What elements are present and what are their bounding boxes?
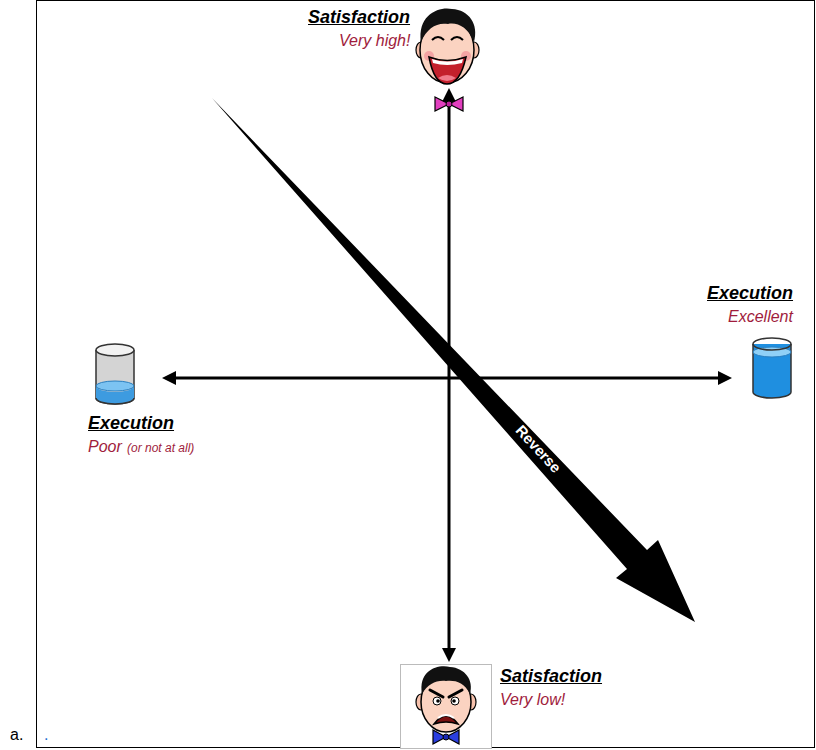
laughing-mouth — [429, 57, 466, 84]
axis-line — [172, 377, 722, 380]
eye — [451, 697, 459, 705]
frame — [37, 1, 815, 748]
axis-heading: Execution — [88, 413, 174, 435]
axis-value: Very low! — [500, 690, 565, 709]
axis-value: Poor — [88, 437, 122, 456]
face-box — [401, 665, 492, 749]
beaker-body — [96, 350, 134, 404]
beaker-excellent — [753, 338, 791, 398]
bow-knot — [446, 101, 452, 107]
beaker-body — [753, 344, 791, 398]
figure-letter: a. — [10, 725, 23, 744]
tongue — [438, 75, 456, 81]
arrowhead — [162, 371, 176, 385]
axis-heading: Satisfaction — [308, 7, 410, 29]
beaker-base — [96, 398, 134, 404]
liquid-surface — [96, 381, 134, 391]
pupil — [436, 699, 440, 703]
figure-dot: . — [44, 725, 48, 744]
axis-heading: Execution — [707, 283, 793, 305]
axis-note: (or not at all) — [127, 441, 194, 455]
teeth — [438, 715, 454, 718]
beaker-poor — [96, 344, 134, 404]
arrow-label: Reverse — [512, 421, 565, 476]
satisfaction-axis — [442, 88, 456, 662]
frown-mouth — [434, 716, 458, 724]
bow-knot — [443, 734, 449, 740]
closed-eyes — [432, 37, 463, 40]
teeth — [432, 59, 463, 65]
arrowhead — [442, 648, 456, 662]
pupil — [452, 699, 456, 703]
axis-value: Very high! — [339, 31, 410, 50]
axis-line — [448, 100, 451, 652]
execution-axis — [162, 371, 732, 385]
arrowhead — [718, 371, 732, 385]
angry-face — [401, 665, 492, 749]
angry-brows — [430, 690, 462, 697]
hair — [421, 8, 476, 42]
beaker-rim — [96, 344, 134, 356]
axis-value: Excellent — [728, 307, 793, 326]
reverse-arrow — [212, 98, 695, 622]
happy-face — [416, 8, 479, 111]
eye — [433, 697, 441, 705]
arrowhead — [442, 88, 456, 102]
beaker-rim — [753, 338, 791, 350]
axis-heading: Satisfaction — [500, 666, 602, 688]
